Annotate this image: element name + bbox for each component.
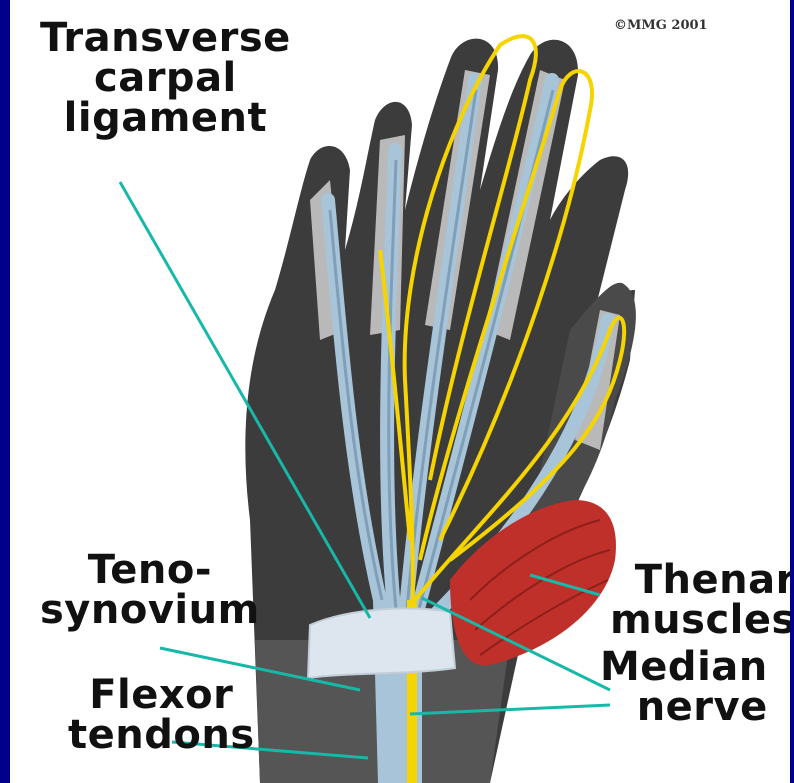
label-line: ligament (40, 98, 291, 138)
label-line: Transverse (40, 18, 291, 58)
label-flexor-tendons: Flexor tendons (68, 675, 255, 755)
label-transverse-carpal-ligament: Transverse carpal ligament (40, 18, 291, 138)
illustration-canvas: ©MMG 2001 Transverse carpal ligament Ten… (10, 0, 790, 783)
label-line: muscles (610, 600, 790, 640)
label-line: synovium (40, 590, 260, 630)
label-line: Teno- (40, 550, 260, 590)
label-thenar-muscles: Thenar muscles (610, 560, 790, 640)
label-tenosynovium: Teno- synovium (40, 550, 260, 630)
label-line: Flexor (68, 675, 255, 715)
label-line: nerve (600, 687, 768, 727)
label-line: Median (600, 647, 768, 687)
transverse-carpal-ligament (308, 608, 455, 678)
label-line: Thenar (610, 560, 790, 600)
copyright-notice: ©MMG 2001 (614, 18, 708, 33)
label-line: carpal (40, 58, 291, 98)
label-line: tendons (68, 715, 255, 755)
label-median-nerve: Median nerve (600, 647, 768, 727)
